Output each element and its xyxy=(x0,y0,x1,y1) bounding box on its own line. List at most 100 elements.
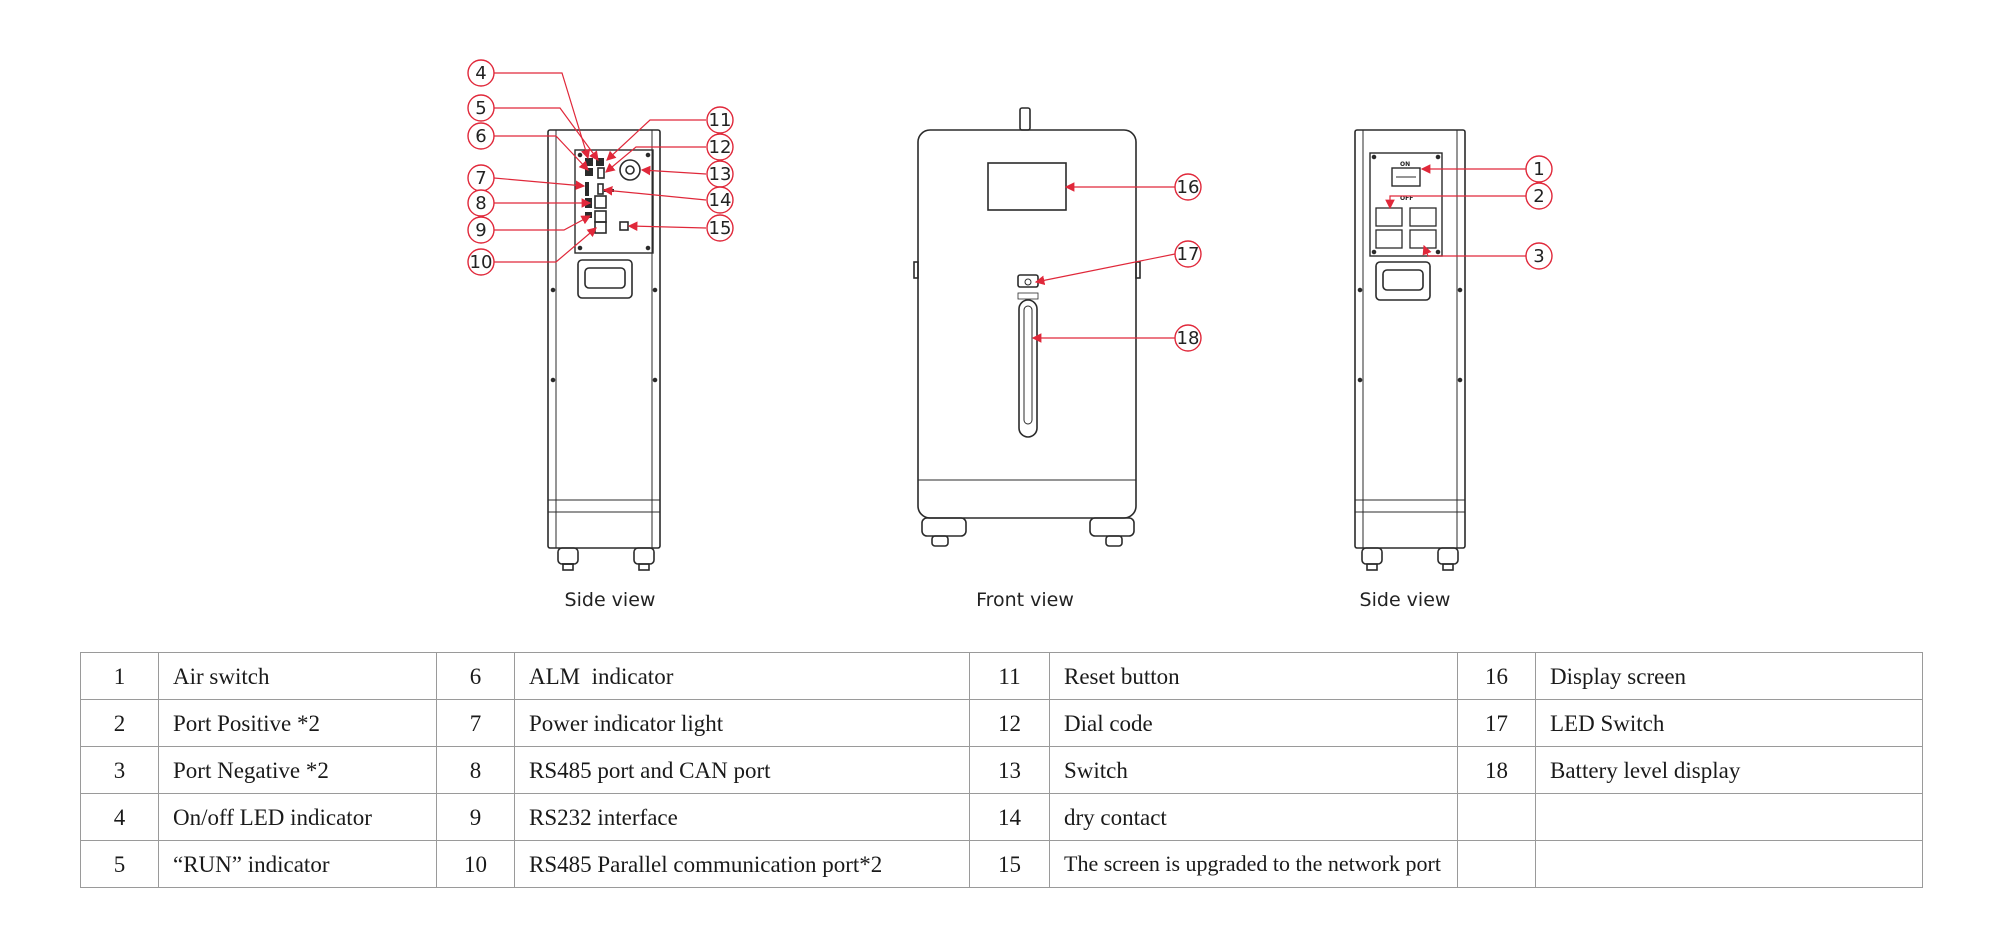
legend-label: Power indicator light xyxy=(514,699,970,747)
callout-13: 13 xyxy=(706,160,734,188)
legend-table: 1 Air switch 6 ALM indicator 11 Reset bu… xyxy=(80,652,1923,888)
legend-num: 2 xyxy=(80,699,159,747)
legend-label: RS485 port and CAN port xyxy=(514,746,970,794)
legend-num: 4 xyxy=(80,793,159,841)
svg-text:10: 10 xyxy=(470,252,493,273)
callout-18: 18 xyxy=(1174,324,1202,352)
legend-num: 6 xyxy=(436,652,515,700)
legend-label: On/off LED indicator xyxy=(158,793,437,841)
callout-6: 6 xyxy=(467,122,495,150)
callout-17: 17 xyxy=(1174,240,1202,268)
callout-16: 16 xyxy=(1174,173,1202,201)
legend-row: 1 Air switch 6 ALM indicator 11 Reset bu… xyxy=(80,652,1923,700)
legend-num: 18 xyxy=(1457,746,1536,794)
leader-10 xyxy=(494,227,597,263)
svg-text:8: 8 xyxy=(475,193,486,214)
legend-num: 8 xyxy=(436,746,515,794)
svg-text:9: 9 xyxy=(475,220,486,241)
left-side-view xyxy=(547,129,661,571)
legend-num: 16 xyxy=(1457,652,1536,700)
air-switch-graphic xyxy=(1391,167,1421,187)
leader-13 xyxy=(640,165,707,176)
legend-label: The screen is upgraded to the network po… xyxy=(1049,840,1458,888)
legend-label: Port Positive *2 xyxy=(158,699,437,747)
svg-text:17: 17 xyxy=(1177,244,1200,265)
leader-6 xyxy=(494,135,589,171)
legend-num: 17 xyxy=(1457,699,1536,747)
right-view-caption: Side view xyxy=(1360,589,1451,611)
svg-text:16: 16 xyxy=(1177,177,1200,198)
legend-num: 15 xyxy=(969,840,1050,888)
legend-label: LED Switch xyxy=(1535,699,1923,747)
legend-empty xyxy=(1535,793,1923,841)
callout-15: 15 xyxy=(706,214,734,242)
svg-text:2: 2 xyxy=(1533,186,1544,207)
left-wheel-2 xyxy=(633,547,655,565)
callout-1: 1 xyxy=(1525,155,1553,183)
leader-14 xyxy=(602,186,707,201)
legend-label: RS485 Parallel communication port*2 xyxy=(514,840,970,888)
legend-empty xyxy=(1457,840,1536,888)
legend-label: ALM indicator xyxy=(514,652,970,700)
leader-4 xyxy=(494,72,591,160)
front-view xyxy=(913,107,1141,547)
svg-text:14: 14 xyxy=(709,190,732,211)
legend-num: 3 xyxy=(80,746,159,794)
legend-num: 7 xyxy=(436,699,515,747)
legend-empty xyxy=(1535,840,1923,888)
legend-label: dry contact xyxy=(1049,793,1458,841)
callout-5: 5 xyxy=(467,94,495,122)
legend-label: RS232 interface xyxy=(514,793,970,841)
legend-row: 3 Port Negative *2 8 RS485 port and CAN … xyxy=(80,746,1923,794)
svg-text:3: 3 xyxy=(1533,246,1544,267)
svg-text:6: 6 xyxy=(475,126,486,147)
right-cabinet-body xyxy=(1354,129,1466,549)
leader-15 xyxy=(627,221,707,232)
front-wheel-1 xyxy=(921,517,967,537)
legend-label: Battery level display xyxy=(1535,746,1923,794)
svg-text:4: 4 xyxy=(475,63,486,84)
left-switch-knob xyxy=(619,159,641,181)
legend-num: 1 xyxy=(80,652,159,700)
svg-text:7: 7 xyxy=(475,168,486,189)
callout-9: 9 xyxy=(467,216,495,244)
callout-3: 3 xyxy=(1525,242,1553,270)
legend-row: 5 “RUN” indicator 10 RS485 Parallel comm… xyxy=(80,840,1923,888)
legend-num: 9 xyxy=(436,793,515,841)
svg-text:18: 18 xyxy=(1177,328,1200,349)
callout-2: 2 xyxy=(1525,182,1553,210)
legend-empty xyxy=(1457,793,1536,841)
svg-text:1: 1 xyxy=(1533,159,1544,180)
callout-12: 12 xyxy=(706,133,734,161)
svg-text:12: 12 xyxy=(709,137,732,158)
callout-8: 8 xyxy=(467,189,495,217)
legend-label: “RUN” indicator xyxy=(158,840,437,888)
legend-num: 11 xyxy=(969,652,1050,700)
right-power-panel xyxy=(1369,152,1443,257)
callout-4: 4 xyxy=(467,59,495,87)
right-wheel-1 xyxy=(1361,547,1383,565)
left-view-caption: Side view xyxy=(565,589,656,611)
legend-label: Display screen xyxy=(1535,652,1923,700)
leader-11 xyxy=(606,119,706,161)
right-wheel-2 xyxy=(1437,547,1459,565)
svg-text:5: 5 xyxy=(475,98,486,119)
legend-label: Air switch xyxy=(158,652,437,700)
leader-2 xyxy=(1385,195,1526,210)
right-side-view: ON OFF xyxy=(1354,129,1466,571)
port-negative-2 xyxy=(1409,229,1437,249)
on-mark: ON xyxy=(1400,161,1410,168)
svg-text:11: 11 xyxy=(709,110,732,131)
left-cabinet-body xyxy=(547,129,661,549)
callout-11: 11 xyxy=(706,106,734,134)
front-cabinet-body xyxy=(917,129,1137,519)
front-wheel-2 xyxy=(1089,517,1135,537)
callout-7: 7 xyxy=(467,164,495,192)
legend-label: Switch xyxy=(1049,746,1458,794)
front-view-caption: Front view xyxy=(976,589,1074,611)
leader-3 xyxy=(1422,244,1526,257)
callout-badges: 4 5 6 7 8 9 10 11 12 13 14 15 16 17 18 1… xyxy=(467,59,1553,352)
product-diagram: ON OFF xyxy=(467,59,1553,611)
leader-17 xyxy=(1034,253,1176,286)
svg-text:13: 13 xyxy=(709,164,732,185)
